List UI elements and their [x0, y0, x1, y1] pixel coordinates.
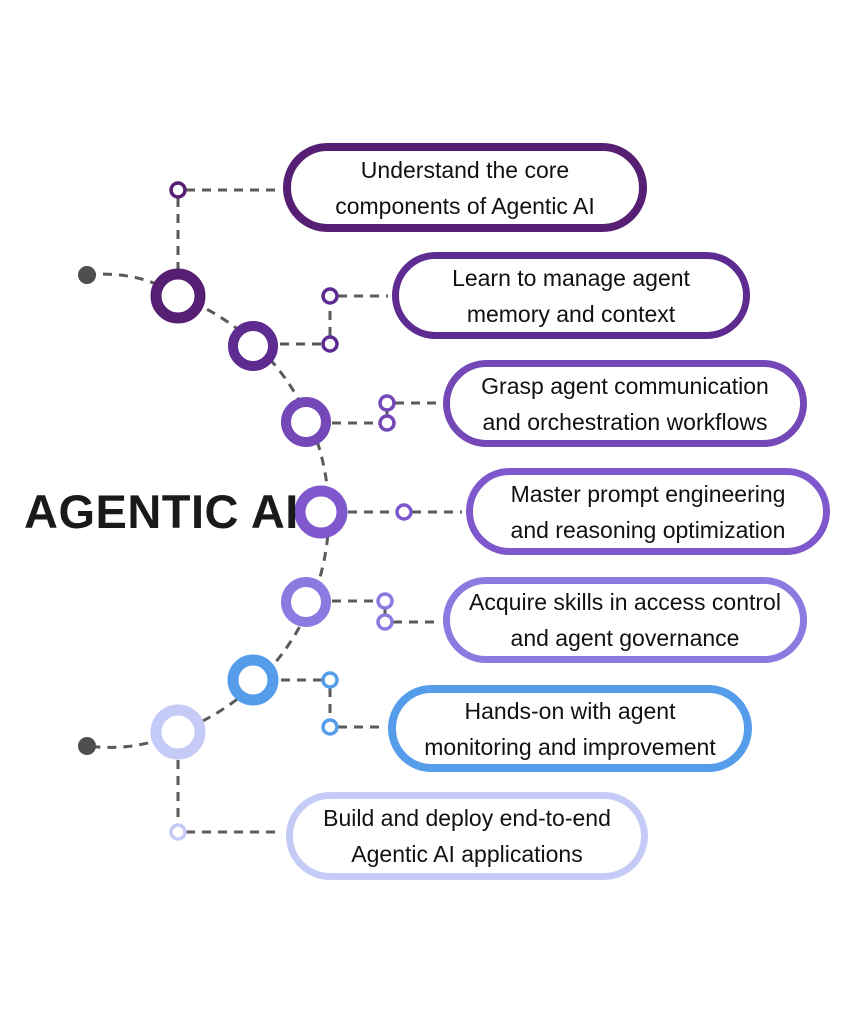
step-6-label-line2: monitoring and improvement: [424, 733, 716, 760]
step-5-node-icon: [281, 577, 331, 627]
step-1-connector: [169, 181, 279, 271]
step-4-card: Master prompt engineering and reasoning …: [466, 468, 830, 555]
step-4-connector: [348, 503, 462, 521]
step-5-connector-line: [332, 599, 439, 624]
step-7-connector: [169, 760, 282, 841]
step-2-connector-node-icon: [321, 287, 339, 305]
step-7-node-icon: [150, 704, 206, 760]
step-4-label-line2: and reasoning optimization: [510, 516, 786, 543]
step-3-label-line1: Grasp agent communication: [481, 372, 769, 399]
arc-endpoint-dot-bottom: [78, 737, 96, 755]
step-2-label-line2: memory and context: [466, 300, 676, 327]
step-2-card: Learn to manage agent memory and context: [392, 252, 750, 339]
step-3-connector-node-icon: [378, 414, 396, 432]
step-3-connector: [332, 394, 439, 432]
step-2-connector-line: [280, 294, 388, 346]
step-7-label-line2: Agentic AI applications: [351, 841, 583, 867]
step-2-node-icon: [228, 321, 278, 371]
step-3-connector-node-icon: [378, 394, 396, 412]
step-1-connector-node-icon: [169, 181, 187, 199]
step-2-label-line1: Learn to manage agent: [452, 264, 690, 291]
step-5-label-line1: Acquire skills in access control: [469, 589, 781, 615]
step-7-label-line1: Build and deploy end-to-end: [323, 805, 611, 831]
step-2-connector: [280, 287, 388, 353]
step-5-label-line2: and agent governance: [510, 625, 740, 651]
step-7-card: Build and deploy end-to-end Agentic AI a…: [286, 792, 648, 880]
step-1-card: Understand the core components of Agenti…: [283, 143, 647, 232]
step-5-connector: [332, 592, 439, 631]
step-3-card: Grasp agent communication and orchestrat…: [443, 360, 807, 447]
step-6-connector-line: [281, 678, 384, 729]
step-6-label-line1: Hands-on with agent: [464, 697, 676, 724]
step-7-connector-node-icon: [169, 823, 187, 841]
step-6-node-icon: [227, 654, 279, 706]
diagram-title: AGENTIC AI: [24, 485, 299, 538]
step-4-node-icon: [294, 485, 348, 539]
step-2-connector-node-icon: [321, 335, 339, 353]
step-1-label-line2: components of Agentic AI: [335, 192, 595, 219]
step-6-connector-node-icon: [321, 671, 339, 689]
step-7-connector-line: [176, 760, 282, 834]
step-3-label-line2: and orchestration workflows: [482, 408, 768, 435]
step-3-node-icon: [281, 397, 331, 447]
arc-endpoint-dot-top: [78, 266, 96, 284]
step-6-connector: [281, 671, 384, 736]
step-4-label-line1: Master prompt engineering: [510, 480, 786, 507]
step-1-connector-line: [176, 188, 279, 271]
step-4-connector-node-icon: [395, 503, 413, 521]
step-5-card: Acquire skills in access control and age…: [443, 577, 807, 663]
step-1-label-line1: Understand the core: [360, 156, 570, 183]
step-5-connector-node-icon: [376, 592, 394, 610]
step-6-card: Hands-on with agent monitoring and impro…: [388, 685, 752, 772]
step-1-node-icon: [150, 268, 206, 324]
step-5-connector-node-icon: [376, 613, 394, 631]
step-6-connector-node-icon: [321, 718, 339, 736]
